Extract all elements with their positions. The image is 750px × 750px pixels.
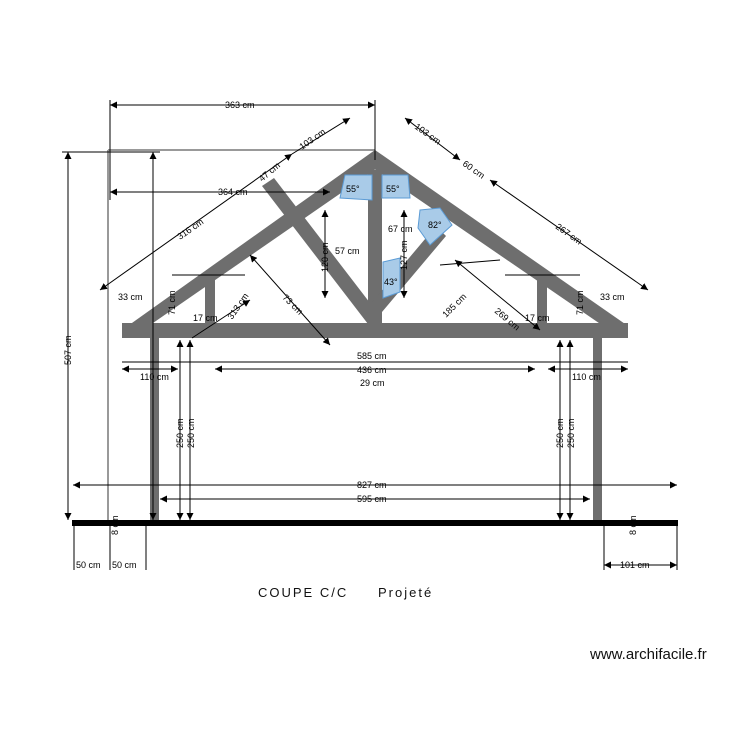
dim-label: 47 cm [257,160,282,183]
dim-label: 250 cm [186,418,196,448]
dim-label: 313 cm [225,291,250,321]
title-text: COUPE C/C [258,585,348,600]
dim-label: 250 cm [566,418,576,448]
dim-label: 364 cm [218,187,248,197]
dim-label: 827 cm [357,480,387,490]
dim-label: 436 cm [357,365,387,375]
roof-truss [72,150,678,526]
dim-label: 103 cm [413,121,443,146]
dim-label: 595 cm [357,494,387,504]
subtitle-text: Projeté [378,585,433,600]
king-post [368,170,382,325]
dim-label: 127 cm [399,240,409,270]
right-stud [537,275,547,323]
dim-label: 50 cm [76,560,101,570]
right-post [593,338,602,523]
dim-label: 71 cm [575,290,585,315]
dim-label: 33 cm [600,292,625,302]
dim-label: 120 cm [320,242,330,272]
dim-label: 185 cm [440,291,468,319]
dim-label: 33 cm [118,292,143,302]
angle-annotations [339,174,453,299]
left-stud [205,275,215,323]
dim-label: 71 cm [167,290,177,315]
dim-label: 17 cm [193,313,218,323]
dim-label: 8 cm [628,515,638,535]
dimension-lines [62,100,678,570]
dim-label: 585 cm [357,351,387,361]
tie-beam [122,323,628,338]
watermark: www.archifacile.fr [589,646,707,663]
left-rafter [122,150,380,332]
dim-label: 17 cm [525,313,550,323]
dim-label: 250 cm [175,418,185,448]
dim-label: 267 cm [554,221,584,246]
angle-label: 55° [346,184,360,194]
angle-label: 55° [386,184,400,194]
dim-label: 110 cm [572,372,601,382]
left-post [150,338,159,523]
dim-label: 101 cm [620,560,650,570]
dim-label: 29 cm [360,378,385,388]
dim-label: 50 cm [112,560,137,570]
dim-label: 67 cm [388,224,413,234]
dim-label: 363 cm [225,100,255,110]
ground-slab [72,520,678,526]
dim-label: 73 cm [281,292,305,316]
dim-label: 507 cm [63,335,73,365]
dim-label: 316 cm [175,217,205,242]
dim-label: 110 cm [140,372,169,382]
dim-label: 60 cm [461,158,487,180]
dim-label: 57 cm [335,246,360,256]
dim-label: 250 cm [555,418,565,448]
angle-label: 43° [384,277,398,287]
dim-label: 103 cm [297,127,327,152]
drawing-title: COUPE C/C Projeté [258,585,433,600]
angle-label: 82° [428,220,442,230]
dim-label: 8 cm [110,515,120,535]
